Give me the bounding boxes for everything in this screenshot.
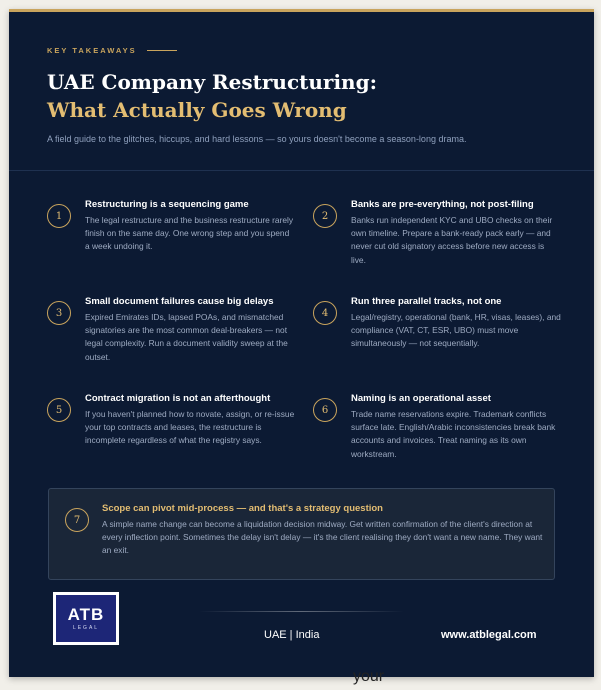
takeaway-text: Expired Emirates IDs, lapsed POAs, and m… [85, 312, 288, 362]
callout-box: 7 Scope can pivot mid-process — and that… [48, 488, 555, 580]
takeaway-text: Legal/registry, operational (bank, HR, v… [351, 312, 561, 349]
takeaway-text: If you haven't planned how to novate, as… [85, 409, 295, 446]
number-badge: 3 [47, 301, 71, 325]
takeaway-title: Restructuring is a sequencing game [85, 199, 249, 210]
takeaway-text: Trade name reservations expire. Trademar… [351, 409, 556, 459]
takeaway-text: Banks run independent KYC and UBO checks… [351, 215, 553, 265]
header-divider [9, 170, 594, 171]
number-badge: 1 [47, 204, 71, 228]
takeaways-card: KEY TAKEAWAYS UAE Company Restructuring:… [9, 9, 594, 677]
footer-rule [199, 611, 404, 612]
number-badge: 4 [313, 301, 337, 325]
footer-website-link[interactable]: www.atblegal.com [441, 629, 537, 641]
atb-legal-logo: ATB LEGAL [53, 592, 119, 645]
takeaway-title: Small document failures cause big delays [85, 296, 274, 307]
logo-subtext: LEGAL [72, 625, 100, 631]
page-title-line-1: UAE Company Restructuring: [47, 70, 377, 94]
eyebrow: KEY TAKEAWAYS [47, 46, 177, 55]
footer-region: UAE | India [264, 629, 320, 641]
callout-title: Scope can pivot mid-process — and that's… [102, 503, 383, 514]
page-title-line-2: What Actually Goes Wrong [47, 98, 347, 122]
takeaway-title: Naming is an operational asset [351, 393, 491, 404]
takeaway-text: The legal restructure and the business r… [85, 215, 294, 252]
callout-text: A simple name change can become a liquid… [102, 519, 543, 556]
eyebrow-label: KEY TAKEAWAYS [47, 46, 137, 55]
number-badge: 7 [65, 508, 89, 532]
eyebrow-rule [146, 50, 177, 51]
takeaway-title: Run three parallel tracks, not one [351, 296, 502, 307]
subtitle: A field guide to the glitches, hiccups, … [47, 134, 467, 144]
number-badge: 2 [313, 204, 337, 228]
takeaway-title: Banks are pre-everything, not post-filin… [351, 199, 534, 210]
logo-wordmark: ATB [67, 605, 105, 624]
takeaway-title: Contract migration is not an afterthough… [85, 393, 271, 404]
page-text-peek: your [353, 668, 385, 685]
number-badge: 5 [47, 398, 71, 422]
number-badge: 6 [313, 398, 337, 422]
